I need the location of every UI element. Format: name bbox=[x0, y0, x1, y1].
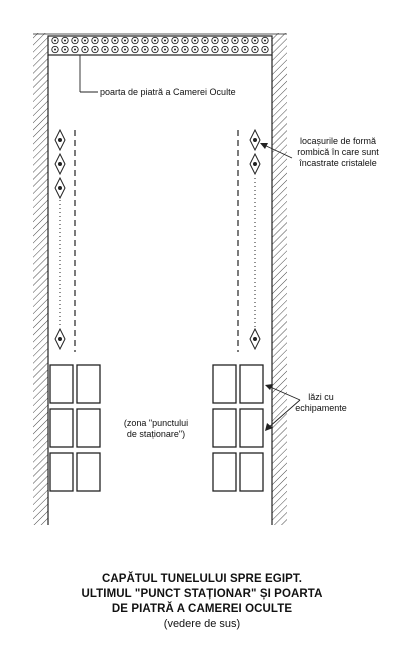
crates-arrow-line-lower bbox=[267, 399, 301, 429]
crate bbox=[49, 452, 74, 492]
caption-line-2: ULTIMUL "PUNCT STAȚIONAR" ȘI POARTA bbox=[81, 588, 323, 600]
tunnel-plan-diagram bbox=[33, 33, 301, 525]
niches-label: locașurile de formă rombică în care sunt… bbox=[293, 136, 383, 169]
crate bbox=[239, 408, 264, 448]
left-diamond-niches bbox=[54, 128, 66, 351]
crate bbox=[49, 364, 74, 404]
crate bbox=[212, 452, 237, 492]
niches-arrow-head bbox=[260, 143, 268, 149]
niches-arrow-line bbox=[261, 143, 293, 159]
crates-label-line-2: echipamente bbox=[295, 403, 347, 413]
crate bbox=[239, 452, 264, 492]
crates-arrow-line-upper bbox=[267, 385, 301, 401]
caption-line-3: DE PIATRĂ A CAMEREI OCULTE bbox=[111, 603, 293, 615]
crate bbox=[76, 452, 101, 492]
crate bbox=[49, 408, 74, 448]
crate bbox=[76, 364, 101, 404]
stationary-zone-label: (zona "punctului de staționare") bbox=[106, 418, 206, 440]
gate-label: poarta de piatră a Camerei Oculte bbox=[100, 87, 236, 97]
crate bbox=[212, 408, 237, 448]
niches-label-line-3: încastrate cristalele bbox=[299, 158, 377, 168]
caption-line-1: CAPĂTUL TUNELULUI SPRE EGIPT. bbox=[101, 573, 303, 585]
zone-label-line-2: de staționare") bbox=[126, 429, 186, 439]
crates-arrow-head-upper bbox=[265, 384, 273, 390]
right-crates bbox=[212, 364, 264, 492]
crates-arrow-head-lower bbox=[265, 423, 273, 431]
crate bbox=[76, 408, 101, 448]
crate bbox=[239, 364, 264, 404]
caption-subtitle: (vedere de sus) bbox=[163, 618, 241, 630]
right-diamond-niches bbox=[249, 128, 261, 351]
left-wall bbox=[33, 33, 48, 525]
figure-caption: CAPĂTUL TUNELULUI SPRE EGIPT. ULTIMUL "P… bbox=[0, 572, 404, 632]
niches-label-line-2: rombică în care sunt bbox=[297, 147, 379, 157]
zone-label-line-1: (zona "punctului bbox=[123, 418, 189, 428]
crates-label-line-1: lăzi cu bbox=[308, 392, 334, 402]
left-crates bbox=[49, 364, 101, 492]
crate bbox=[212, 364, 237, 404]
niches-label-line-1: locașurile de formă bbox=[299, 136, 377, 146]
right-wall bbox=[272, 33, 287, 525]
stone-gate bbox=[47, 35, 273, 56]
crates-label: lăzi cu echipamente bbox=[290, 392, 352, 414]
